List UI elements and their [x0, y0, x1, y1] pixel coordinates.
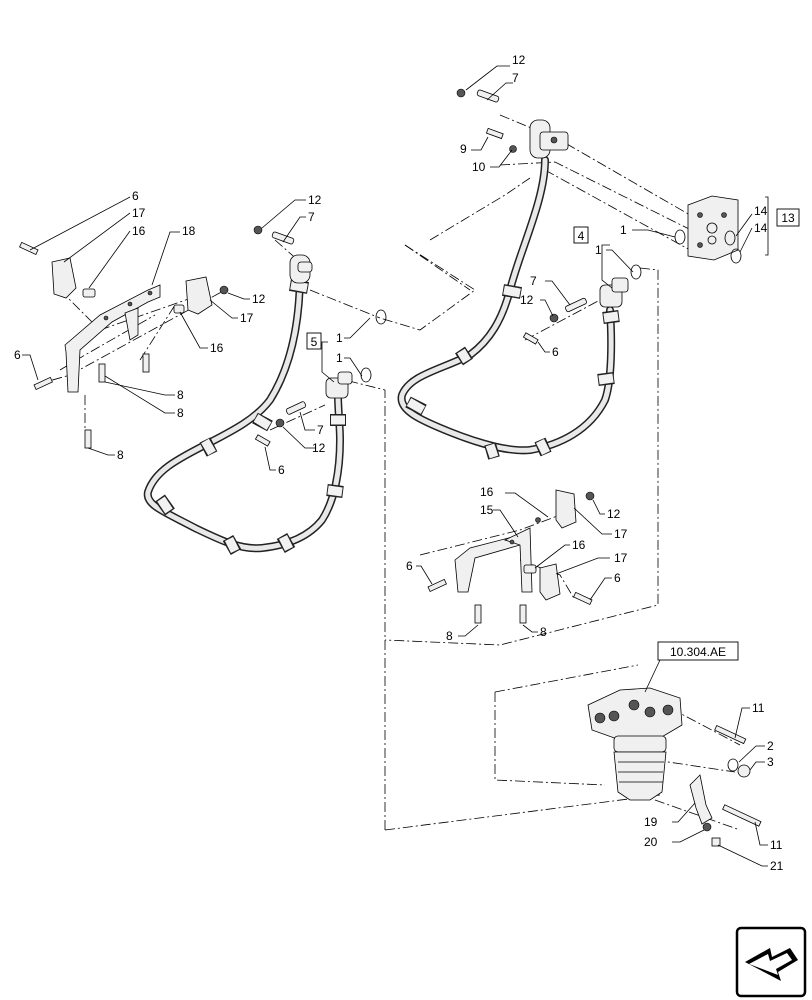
- callout-12: 12: [520, 293, 534, 307]
- leader-lines: [22, 65, 769, 867]
- callout-7: 7: [317, 423, 324, 437]
- callout-1: 1: [336, 351, 343, 365]
- callout-2: 2: [767, 739, 774, 753]
- callout-21: 21: [770, 859, 784, 873]
- reference-tag: 10.304.AE: [670, 645, 726, 659]
- callout-20: 20: [644, 835, 658, 849]
- callout-8: 8: [177, 388, 184, 402]
- callout-6: 6: [552, 345, 559, 359]
- callout-16: 16: [572, 538, 586, 552]
- filter-assembly: [587, 687, 762, 847]
- callout-12: 12: [607, 507, 621, 521]
- callout-7: 7: [512, 71, 519, 85]
- o-ring-14b: [730, 248, 742, 264]
- callout-8: 8: [540, 625, 547, 639]
- callout-15: 15: [480, 503, 494, 517]
- group-label-5: 5: [311, 335, 318, 349]
- callout-11: 11: [752, 701, 765, 715]
- flange-plate: [687, 195, 739, 261]
- callout-8: 8: [117, 448, 124, 462]
- callout-6: 6: [406, 559, 413, 573]
- o-ring-1b: [630, 264, 642, 280]
- callout-14: 14: [754, 204, 768, 218]
- group-box-4: 4: [573, 226, 589, 244]
- o-ring-14a: [724, 230, 736, 246]
- callout-16: 16: [210, 341, 224, 355]
- callout-12: 12: [252, 292, 266, 306]
- callout-numbers: 12 7 9 10 1 1 14 14 7 12 6 6 17 16 18 12…: [14, 53, 784, 873]
- hose-assembly-right: [397, 119, 629, 460]
- callout-1: 1: [595, 243, 602, 257]
- callout-17: 17: [614, 551, 628, 565]
- callout-7: 7: [530, 274, 537, 288]
- callout-12: 12: [512, 53, 526, 67]
- callout-8: 8: [446, 629, 453, 643]
- hose-assembly-middle: [143, 254, 353, 555]
- callout-18: 18: [182, 224, 196, 238]
- reference-tag-box: 10.304.AE: [657, 641, 739, 661]
- arrow-down-left-icon: [745, 948, 798, 981]
- callout-6: 6: [614, 571, 621, 585]
- o-rings: [360, 229, 742, 383]
- callout-6: 6: [132, 189, 139, 203]
- callout-9: 9: [460, 142, 467, 156]
- callout-17: 17: [240, 311, 254, 325]
- callout-16: 16: [132, 224, 146, 238]
- group-box-5: 5: [306, 332, 322, 350]
- callout-11: 11: [770, 838, 783, 852]
- callout-6: 6: [14, 348, 21, 362]
- callout-14: 14: [754, 221, 768, 235]
- hardware: [19, 88, 595, 624]
- callout-10: 10: [472, 160, 486, 174]
- callout-12: 12: [312, 441, 326, 455]
- callout-8: 8: [177, 406, 184, 420]
- previous-page-arrow-button[interactable]: [735, 926, 807, 998]
- group-label-4: 4: [578, 229, 585, 243]
- callout-7: 7: [308, 210, 315, 224]
- o-ring-1a: [674, 229, 686, 245]
- callout-17: 17: [614, 527, 628, 541]
- callout-3: 3: [767, 755, 774, 769]
- callout-1: 1: [620, 223, 627, 237]
- callout-16: 16: [480, 485, 494, 499]
- callout-6: 6: [278, 463, 285, 477]
- o-ring-1d: [360, 367, 372, 383]
- callout-19: 19: [644, 815, 658, 829]
- group-box-13: 13: [776, 208, 800, 227]
- callout-17: 17: [132, 206, 146, 220]
- callout-12: 12: [308, 193, 322, 207]
- o-ring-1c: [375, 309, 387, 325]
- callout-1: 1: [336, 331, 343, 345]
- group-label-13: 13: [781, 211, 795, 225]
